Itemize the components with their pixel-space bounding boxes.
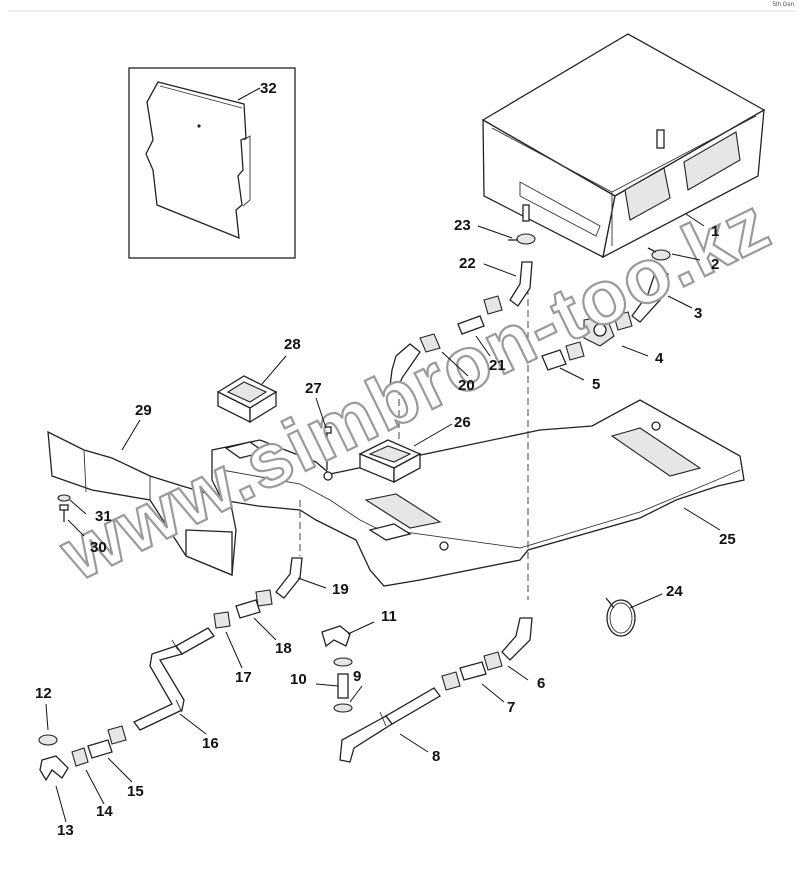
label-part-15: 15 <box>127 783 144 800</box>
label-part-31: 31 <box>95 508 112 525</box>
label-part-29: 29 <box>135 402 152 419</box>
label-part-7: 7 <box>507 699 515 716</box>
label-part-20: 20 <box>458 377 475 394</box>
label-part-2: 2 <box>711 256 719 273</box>
label-part-26: 26 <box>454 414 471 431</box>
label-part-24: 24 <box>666 583 683 600</box>
label-part-25: 25 <box>719 531 736 548</box>
label-part-14: 14 <box>96 803 113 820</box>
label-part-30: 30 <box>90 539 107 556</box>
label-part-21: 21 <box>489 357 506 374</box>
label-part-5: 5 <box>592 376 600 393</box>
label-part-17: 17 <box>235 669 252 686</box>
filter-frames <box>216 375 422 541</box>
label-part-23: 23 <box>454 217 471 234</box>
label-part-8: 8 <box>432 748 440 765</box>
screw <box>322 426 332 470</box>
label-part-13: 13 <box>57 822 74 839</box>
part-labels: 1 2 3 4 5 6 7 8 9 10 11 12 13 14 15 16 1… <box>35 80 736 839</box>
label-part-10: 10 <box>290 671 307 688</box>
label-part-4: 4 <box>655 350 664 367</box>
alignment-lines <box>299 266 529 600</box>
label-part-19: 19 <box>332 581 349 598</box>
label-part-12: 12 <box>35 685 52 702</box>
inset-box <box>128 67 296 259</box>
label-part-27: 27 <box>305 380 322 397</box>
label-part-18: 18 <box>275 640 292 657</box>
label-part-11: 11 <box>381 608 397 625</box>
label-part-16: 16 <box>202 735 219 752</box>
base-tray <box>211 399 745 587</box>
fasteners <box>57 494 71 522</box>
label-part-3: 3 <box>694 305 702 322</box>
label-part-32: 32 <box>260 80 277 97</box>
label-part-9: 9 <box>353 668 361 685</box>
lower-left-hoses <box>38 557 303 782</box>
label-part-1: 1 <box>711 223 719 240</box>
label-part-6: 6 <box>537 675 545 692</box>
left-bracket <box>47 430 237 576</box>
cabinet-base <box>481 33 766 259</box>
lower-right-hoses <box>321 617 533 763</box>
label-part-28: 28 <box>284 336 301 353</box>
leader-lines <box>45 87 721 823</box>
upper-hoses <box>389 233 671 389</box>
label-part-22: 22 <box>459 255 476 272</box>
corner-note: 5th Gen <box>772 2 794 8</box>
clamp <box>605 597 636 637</box>
